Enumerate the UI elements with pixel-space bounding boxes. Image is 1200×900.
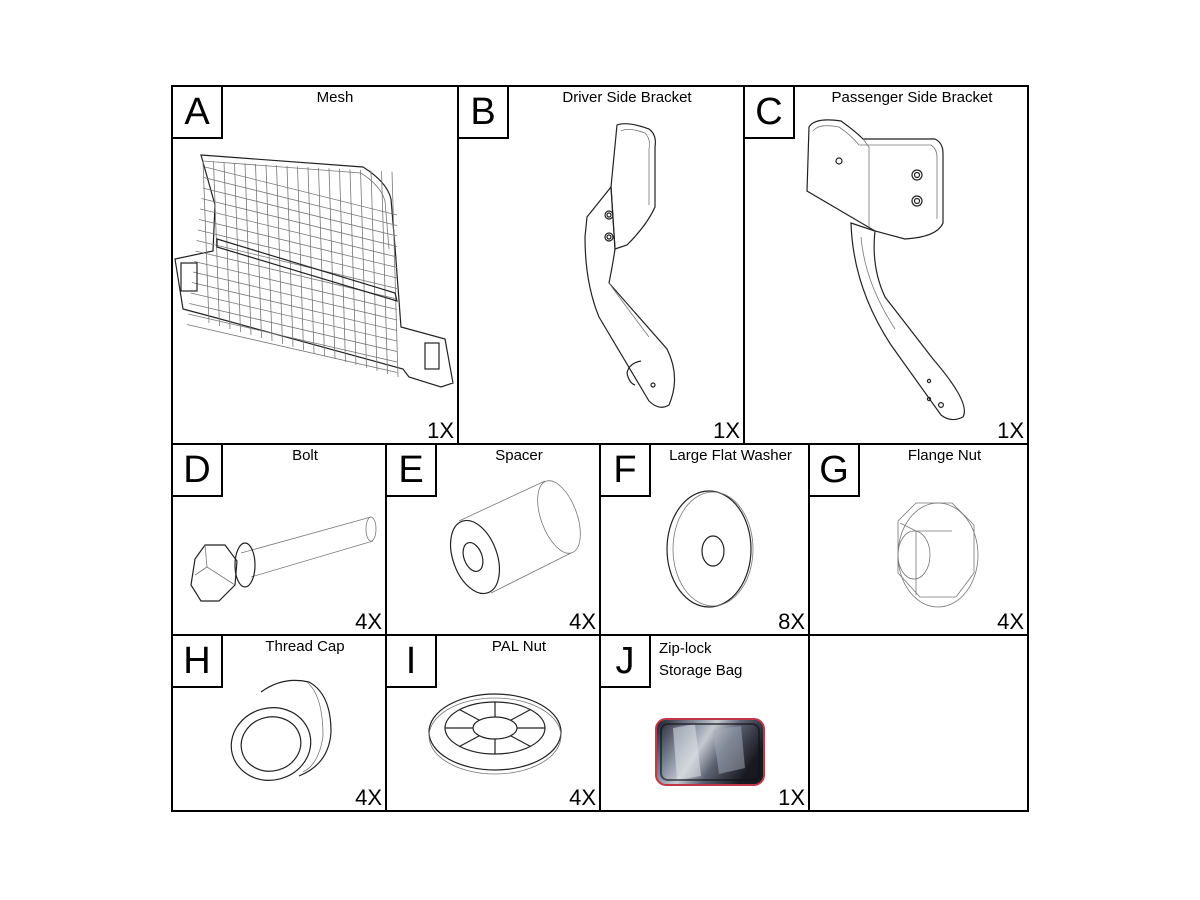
mesh-wire-vertical <box>318 167 325 357</box>
part-name-e: Spacer <box>495 447 543 464</box>
mesh-wire-horizontal <box>200 208 398 258</box>
part-name-g: Flange Nut <box>907 447 982 464</box>
part-qty-h: 4X <box>355 785 382 810</box>
mesh-wire-vertical <box>360 169 367 369</box>
mesh-wire-horizontal <box>203 177 398 226</box>
mesh-wire-vertical <box>234 162 241 333</box>
mesh-wire-horizontal <box>188 313 398 363</box>
mesh-wire-horizontal <box>189 303 398 352</box>
part-qty-c: 1X <box>997 418 1024 443</box>
mesh-wire-vertical <box>381 171 388 375</box>
part-qty-i: 4X <box>569 785 596 810</box>
thread-cap-icon <box>230 679 332 781</box>
washer-icon <box>666 490 754 608</box>
mesh-wire-horizontal <box>194 261 398 310</box>
driver-bracket-icon <box>584 123 676 408</box>
part-name-c: Passenger Side Bracket <box>831 89 993 106</box>
pal-nut-spoke <box>459 709 480 721</box>
mesh-wire-vertical <box>244 163 252 336</box>
part-cell-g: G Flange Nut 4X <box>808 443 1029 636</box>
part-name-j-line1: Zip-lock <box>659 640 712 657</box>
part-name-b: Driver Side Bracket <box>562 89 692 106</box>
flange-nut-icon <box>897 502 979 608</box>
passenger-bracket-icon <box>806 119 965 421</box>
mesh-wire-vertical <box>223 162 231 330</box>
part-letter-e: E <box>385 443 437 497</box>
part-cell-i: I PAL Nut 4X <box>385 634 601 812</box>
bolt-icon <box>190 516 377 602</box>
part-name-a: Mesh <box>316 89 354 106</box>
part-name-d: Bolt <box>292 447 318 464</box>
part-letter-d: D <box>171 443 223 497</box>
part-cell-e: E Spacer 4X <box>385 443 601 636</box>
part-cell-a: A Mesh 1X <box>171 85 459 445</box>
mesh-wire-horizontal <box>191 282 398 331</box>
part-qty-j: 1X <box>778 785 805 810</box>
part-cell-d: D Bolt 4X <box>171 443 387 636</box>
part-qty-b: 1X <box>713 418 740 443</box>
part-letter-g: G <box>808 443 860 497</box>
part-letter-c: C <box>743 85 795 139</box>
part-name-j: Zip-lock Storage Bag <box>653 640 808 680</box>
mesh-wire-vertical <box>286 165 294 348</box>
part-name-i: PAL Nut <box>491 638 547 655</box>
mesh-wire-vertical <box>265 164 273 342</box>
mesh-wire-horizontal <box>204 166 398 216</box>
part-letter-i: I <box>385 634 437 688</box>
part-qty-a: 1X <box>427 418 454 443</box>
pal-nut-icon <box>428 693 562 775</box>
part-cell-c: C Passenger Side Bracket 1X <box>743 85 1029 445</box>
part-name-f: Large Flat Washer <box>669 447 792 464</box>
part-letter-j: J <box>599 634 651 688</box>
part-cell-b: B Driver Side Bracket 1X <box>457 85 745 445</box>
part-cell-h: H Thread Cap 4X <box>171 634 387 812</box>
spacer-icon <box>449 480 581 595</box>
pal-nut-spoke <box>510 735 531 747</box>
mesh-wire-horizontal <box>197 229 398 279</box>
mesh-wire-vertical <box>276 165 283 345</box>
pal-nut-spoke <box>459 735 480 747</box>
mesh-wire-horizontal <box>190 292 398 342</box>
mesh-wire-horizontal <box>201 198 398 247</box>
mesh-wire-vertical <box>370 170 378 372</box>
part-cell-f: F Large Flat Washer 8X <box>599 443 810 636</box>
mesh-wire-vertical <box>328 168 336 360</box>
mesh-wire-vertical <box>297 166 304 351</box>
part-letter-f: F <box>599 443 651 497</box>
mesh-wire-horizontal <box>196 240 398 289</box>
mesh-wire-horizontal <box>198 219 398 268</box>
part-qty-d: 4X <box>355 609 382 634</box>
pal-nut-spoke <box>510 709 531 721</box>
mesh-wire-horizontal <box>202 187 398 237</box>
empty-cell <box>808 634 1029 812</box>
part-name-h: Thread Cap <box>265 638 345 655</box>
part-name-j-line2: Storage Bag <box>659 662 743 679</box>
part-qty-e: 4X <box>569 609 596 634</box>
part-cell-j: J Zip-lock Storage Bag 1X <box>599 634 810 812</box>
storage-bag-icon <box>655 718 765 786</box>
part-letter-h: H <box>171 634 223 688</box>
mesh-wire-horizontal <box>192 271 398 321</box>
mesh-wire-vertical <box>391 171 399 378</box>
mesh-icon <box>174 154 454 388</box>
part-letter-b: B <box>457 85 509 139</box>
mesh-wire-horizontal <box>186 324 398 373</box>
part-letter-a: A <box>171 85 223 139</box>
part-qty-f: 8X <box>778 609 805 634</box>
part-qty-g: 4X <box>997 609 1024 634</box>
mesh-wire-vertical <box>307 166 315 354</box>
